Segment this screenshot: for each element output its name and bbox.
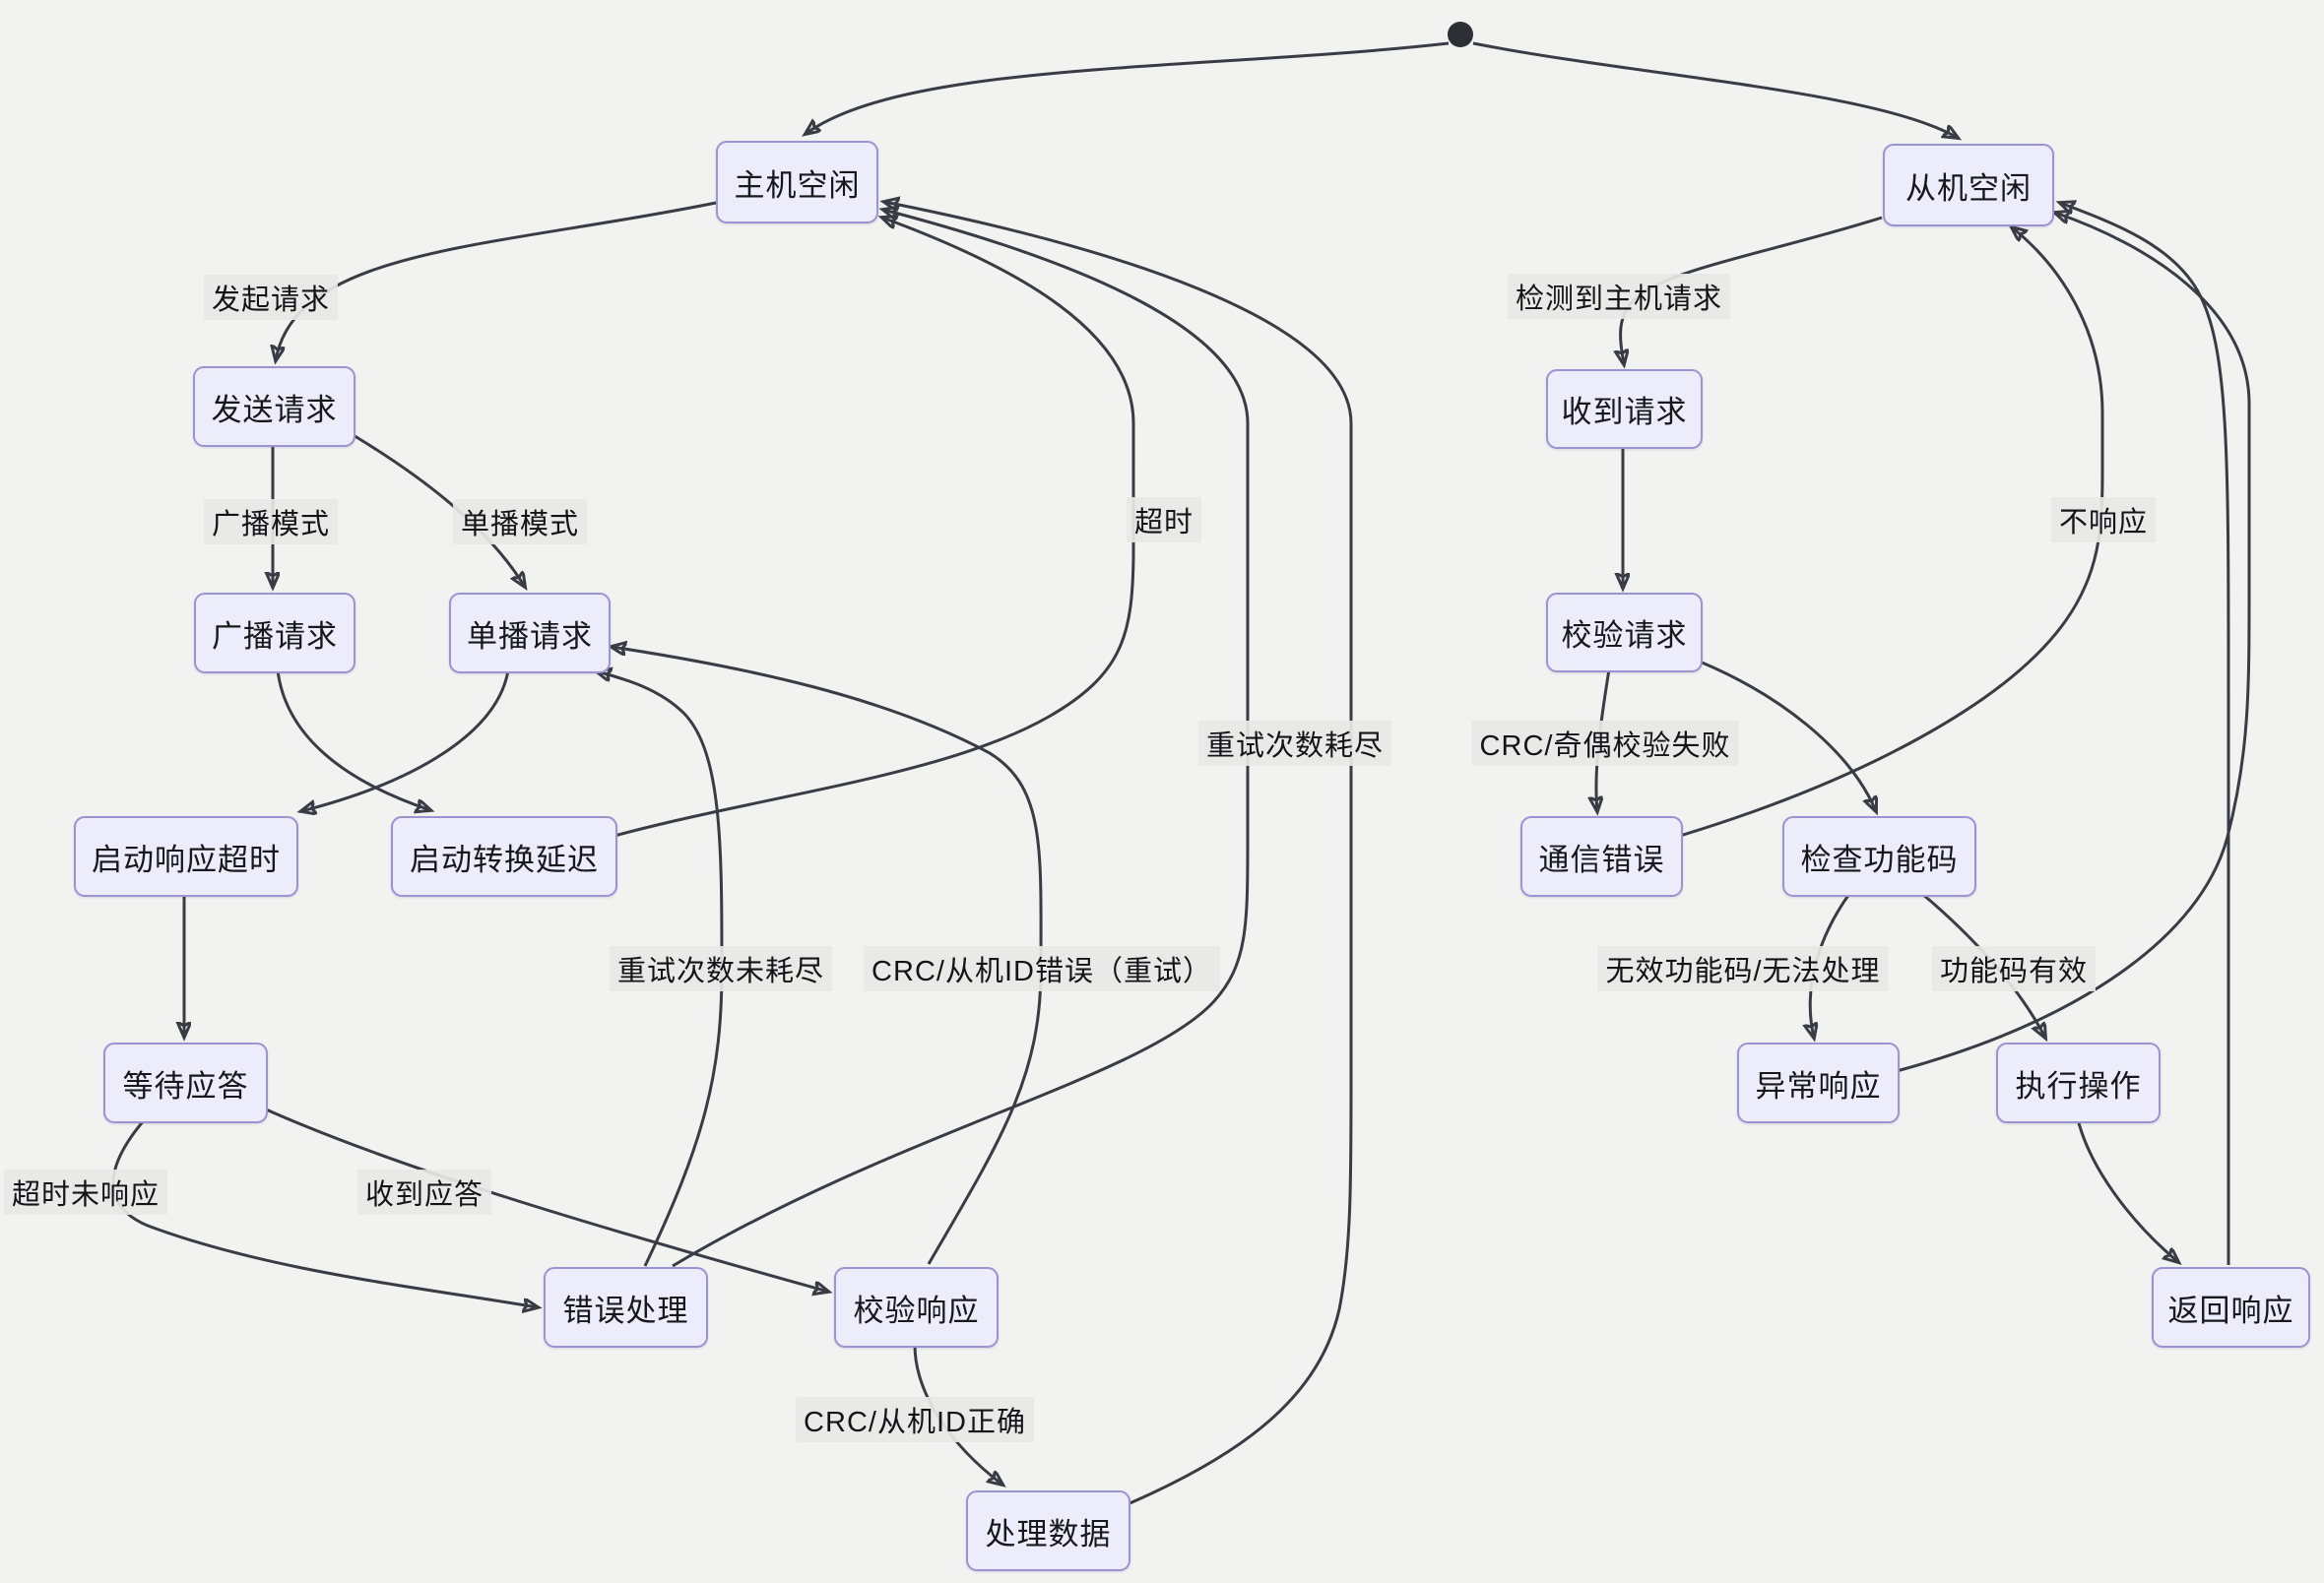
edge-label-valid-function-code: 功能码有效 xyxy=(1931,946,2097,991)
state-receive-request: 收到请求 xyxy=(1546,369,1703,449)
state-check-function-code: 检查功能码 xyxy=(1782,816,1976,897)
state-return-response: 返回响应 xyxy=(2152,1267,2310,1348)
edge-label-crc-parity-fail: CRC/奇偶校验失败 xyxy=(1471,721,1739,766)
state-verify-response: 校验响应 xyxy=(834,1267,999,1348)
state-label: 从机空闲 xyxy=(1905,170,2032,206)
edge-label-timeout-no-response: 超时未响应 xyxy=(3,1170,168,1215)
edge-label-broadcast-mode: 广播模式 xyxy=(203,499,339,544)
edge-label-detect-master-request: 检测到主机请求 xyxy=(1507,274,1731,319)
state-error-handling: 错误处理 xyxy=(544,1267,708,1348)
initial-state-dot xyxy=(1448,22,1473,47)
state-unicast-request: 单播请求 xyxy=(449,593,611,673)
state-comm-error: 通信错误 xyxy=(1520,816,1683,897)
state-process-data: 处理数据 xyxy=(966,1490,1130,1571)
edge-verify-request-to-check-function-code xyxy=(1699,660,1876,811)
edge-label-timeout: 超时 xyxy=(1126,497,1202,542)
state-label: 校验请求 xyxy=(1561,618,1688,653)
edge-broadcast-request-to-start-turnaround-delay xyxy=(276,669,430,810)
state-execute-operation: 执行操作 xyxy=(1996,1043,2161,1123)
state-label: 主机空闲 xyxy=(734,167,861,203)
edge-comm-error-to-slave-idle xyxy=(1679,227,2104,838)
state-verify-request: 校验请求 xyxy=(1546,593,1703,672)
state-label: 异常响应 xyxy=(1755,1068,1882,1104)
state-exception-response: 异常响应 xyxy=(1737,1043,1900,1123)
edge-initial-to-slave-idle xyxy=(1472,41,1958,138)
state-label: 通信错误 xyxy=(1538,842,1665,877)
edge-return-response-to-slave-idle xyxy=(2060,203,2230,1265)
edge-label-reply-received: 收到应答 xyxy=(356,1170,492,1215)
state-label: 启动转换延迟 xyxy=(410,842,599,877)
state-send-request: 发送请求 xyxy=(193,366,355,447)
edge-label-retries-not-exhausted: 重试次数未耗尽 xyxy=(609,946,833,991)
edge-master-idle-to-send-request xyxy=(276,201,717,360)
state-label: 执行操作 xyxy=(2015,1068,2142,1104)
state-label: 广播请求 xyxy=(212,618,338,654)
edge-process-data-to-master-idle xyxy=(884,202,1353,1506)
state-label: 单播请求 xyxy=(467,618,593,654)
edge-exception-response-to-slave-idle xyxy=(1896,213,2251,1073)
edge-label-no-response: 不响应 xyxy=(2050,497,2157,542)
state-wait-reply: 等待应答 xyxy=(103,1043,268,1123)
edge-label-initiate-request: 发起请求 xyxy=(203,275,339,320)
state-broadcast-request: 广播请求 xyxy=(194,593,355,673)
edge-initial-to-master-idle xyxy=(806,41,1450,134)
state-label: 检查功能码 xyxy=(1800,842,1959,877)
edge-execute-operation-to-return-response xyxy=(2076,1118,2178,1262)
state-label: 处理数据 xyxy=(985,1516,1112,1551)
state-start-response-timeout: 启动响应超时 xyxy=(74,816,298,897)
state-label: 等待应答 xyxy=(122,1068,249,1104)
edge-error-handling-to-master-idle xyxy=(672,210,1250,1268)
state-slave-idle: 从机空闲 xyxy=(1883,144,2054,226)
edge-start-turnaround-delay-to-master-idle xyxy=(613,218,1135,838)
edge-send-request-to-unicast-request xyxy=(351,432,525,587)
edge-wait-reply-to-error-handling xyxy=(111,1118,538,1307)
edge-label-unicast-mode: 单播模式 xyxy=(452,499,588,544)
edge-label-crc-slave-id-ok: CRC/从机ID正确 xyxy=(796,1397,1034,1442)
edge-unicast-request-to-start-response-timeout xyxy=(301,669,510,811)
edge-wait-reply-to-verify-response xyxy=(263,1107,828,1292)
state-label: 错误处理 xyxy=(562,1293,689,1328)
edge-label-retries-exhausted: 重试次数耗尽 xyxy=(1197,721,1392,766)
state-label: 启动响应超时 xyxy=(92,842,281,877)
state-master-idle: 主机空闲 xyxy=(716,141,878,223)
edge-label-crc-slave-id-error-retry: CRC/从机ID错误（重试） xyxy=(864,946,1220,991)
state-start-turnaround-delay: 启动转换延迟 xyxy=(391,816,617,897)
state-label: 校验响应 xyxy=(853,1293,980,1328)
edge-error-handling-to-unicast-request xyxy=(597,671,724,1267)
state-label: 发送请求 xyxy=(211,392,338,427)
edge-verify-response-to-unicast-request xyxy=(612,647,1043,1265)
edge-label-invalid-function-code: 无效功能码/无法处理 xyxy=(1597,946,1889,991)
state-label: 返回响应 xyxy=(2167,1293,2294,1328)
state-label: 收到请求 xyxy=(1561,395,1688,429)
